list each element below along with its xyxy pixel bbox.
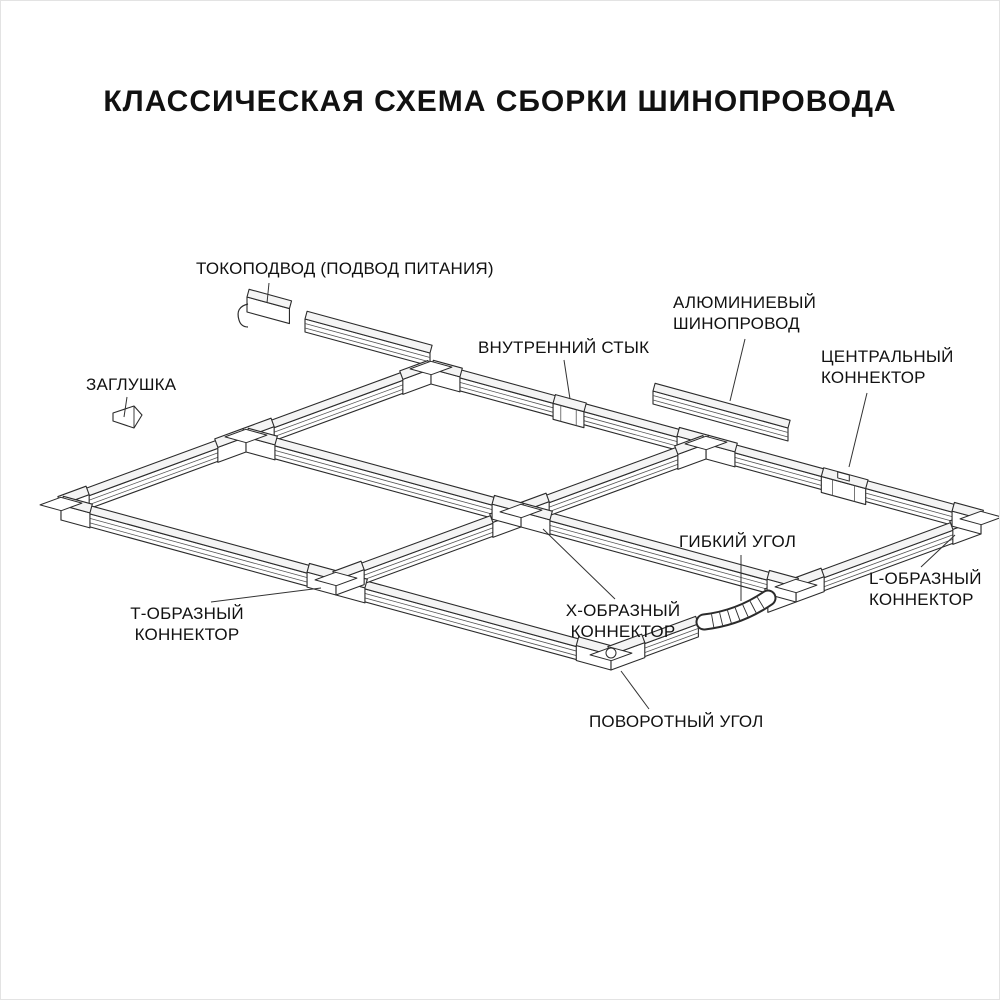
track-segment xyxy=(858,478,965,529)
track-segment xyxy=(535,508,784,598)
central-connector xyxy=(820,467,869,506)
label-central-connector: ЦЕНТРАЛЬНЫЙ КОННЕКТОР xyxy=(821,347,954,387)
track-segment xyxy=(79,502,324,591)
label-t-connector: Т-ОБРАЗНЫЙ КОННЕКТОР xyxy=(130,604,244,644)
t-connector xyxy=(214,417,278,463)
track-segment xyxy=(347,510,507,590)
track-segment xyxy=(720,440,831,492)
t-connector xyxy=(306,560,368,604)
leader-lines xyxy=(123,282,956,710)
flexible-corner xyxy=(695,589,777,631)
label-flexible-corner: ГИБКИЙ УГОЛ xyxy=(679,532,797,551)
x-connector xyxy=(489,492,553,538)
end-cap xyxy=(112,405,143,429)
page-title: КЛАССИЧЕСКАЯ СХЕМА СБОРКИ ШИНОПРОВОДА xyxy=(103,85,897,118)
track-floating xyxy=(652,382,791,442)
corner-connector xyxy=(399,359,463,395)
track-segment xyxy=(350,576,581,661)
label-aluminum-track: АЛЮМИНИЕВЫЙ ШИНОПРОВОД xyxy=(673,293,817,333)
track-floating xyxy=(304,310,433,367)
label-turn-corner: ПОВОРОТНЫЙ УГОЛ xyxy=(589,712,764,731)
l-connector xyxy=(949,501,999,545)
track-segment xyxy=(532,442,692,522)
label-end-cap: ЗАГЛУШКА xyxy=(86,375,177,394)
track-segment xyxy=(445,365,558,418)
turn-corner xyxy=(575,633,646,671)
track-segment xyxy=(257,367,417,447)
label-inner-joint: ВНУТРЕННИЙ СТЫК xyxy=(478,338,650,357)
power-feed xyxy=(237,288,293,328)
internal-joint xyxy=(552,394,587,429)
l-connector xyxy=(39,485,93,529)
track-segment xyxy=(260,433,509,523)
t-connector xyxy=(674,426,738,470)
label-power-feed: ТОКОПОДВОД (ПОДВОД ПИТАНИЯ) xyxy=(196,259,494,278)
label-x-connector: Х-ОБРАЗНЫЙ КОННЕКТОР xyxy=(565,601,681,641)
t-connector xyxy=(764,567,825,613)
label-l-connector: L-ОБРАЗНЫЙ КОННЕКТОР xyxy=(869,569,982,609)
track-segment xyxy=(76,435,232,513)
